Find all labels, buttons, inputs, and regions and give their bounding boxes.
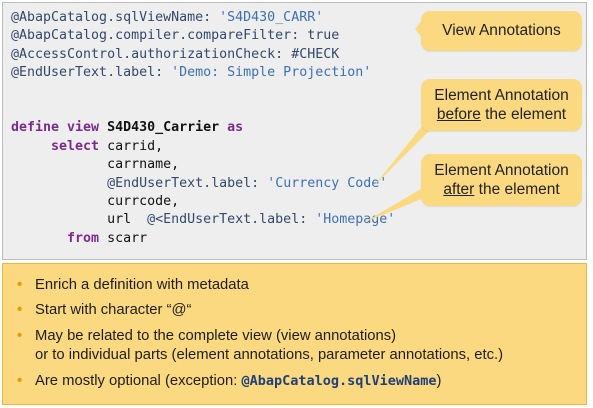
code-token: 'Currency Code' bbox=[267, 175, 388, 191]
code-token: carrname, bbox=[11, 157, 180, 173]
bullet-dot: • bbox=[17, 302, 23, 318]
bullet-dot: • bbox=[17, 277, 23, 293]
code-token: define view bbox=[11, 120, 108, 136]
code-token: as bbox=[227, 120, 244, 136]
code-token: currcode, bbox=[11, 194, 180, 209]
code-token: carrid, bbox=[107, 138, 164, 154]
bullet-dot: • bbox=[17, 328, 23, 344]
callout-annotation-before: Element Annotation before the element bbox=[421, 79, 582, 131]
bullet-code-annotation: @AbapCatalog.sqlViewName bbox=[241, 373, 437, 389]
callout-after-rest: the element bbox=[474, 181, 560, 198]
bullet-text: or to individual parts (element annotati… bbox=[35, 347, 504, 363]
code-token: S4D430_Carrier bbox=[107, 120, 228, 136]
code-token: @EndUserText.label: bbox=[11, 65, 172, 81]
code-line: from scarr bbox=[11, 230, 147, 248]
code-token: url bbox=[11, 212, 148, 228]
code-token: @AbapCatalog.sqlViewName: bbox=[11, 10, 220, 25]
code-line: currcode, bbox=[11, 193, 179, 211]
code-token: 'Demo: Simple Projection bbox=[171, 65, 364, 81]
code-line: @EndUserText.label: 'Currency Code' bbox=[11, 175, 387, 193]
code-token: @AccessControl.authorizationCheck: #CHEC… bbox=[11, 46, 340, 62]
code-token: select bbox=[11, 138, 108, 154]
callout-after-underlined: after bbox=[443, 181, 475, 198]
code-token: 'S4D430_CARR' bbox=[219, 10, 324, 25]
code-line: @AbapCatalog.compiler.compareFilter: tru… bbox=[11, 27, 339, 45]
pointer-before bbox=[373, 125, 435, 187]
bullet-text-prefix: Are mostly optional (exception: bbox=[35, 373, 242, 389]
code-line: @AccessControl.authorizationCheck: #CHEC… bbox=[11, 46, 339, 64]
bullet-text: May be related to the complete view (vie… bbox=[35, 328, 397, 344]
callout-view-text: View Annotations bbox=[442, 22, 561, 39]
callout-before-underlined: before bbox=[436, 106, 481, 123]
callout-annotation-after: Element Annotation after the element bbox=[421, 154, 582, 206]
code-panel: @AbapCatalog.sqlViewName: 'S4D430_CARR'@… bbox=[2, 2, 587, 260]
code-token: ' bbox=[363, 65, 372, 81]
bullet-text: Start with character “@“ bbox=[35, 302, 192, 318]
code-line: @EndUserText.label: 'Demo: Simple Projec… bbox=[11, 64, 371, 82]
code-token: @<EndUserText.label: bbox=[147, 212, 316, 228]
code-line: carrname, bbox=[11, 156, 179, 174]
callout-after-line1: Element Annotation bbox=[434, 162, 569, 179]
code-token: @EndUserText.label: bbox=[11, 175, 268, 191]
code-token: from bbox=[11, 230, 108, 246]
callout-before-line2: before the element bbox=[421, 105, 582, 124]
code-token: @AbapCatalog.compiler.compareFilter: tru… bbox=[11, 28, 340, 44]
bullet-dot: • bbox=[17, 373, 23, 389]
bullet-text: Enrich a definition with metadata bbox=[35, 277, 249, 293]
bullets-panel: • Enrich a definition with metadata • St… bbox=[2, 263, 587, 405]
callout-before-rest: the element bbox=[480, 106, 567, 123]
callout-after-line2: after the element bbox=[421, 180, 582, 199]
code-token: scarr bbox=[107, 230, 148, 246]
pointer-after bbox=[363, 189, 431, 223]
code-line: select carrid, bbox=[11, 138, 163, 156]
callout-before-line1: Element Annotation bbox=[434, 87, 569, 104]
callout-view-annotations: View Annotations bbox=[421, 11, 582, 51]
code-line: define view S4D430_Carrier as bbox=[11, 119, 243, 137]
bullet-text: Are mostly optional (exception: @AbapCat… bbox=[35, 372, 441, 391]
code-line: @AbapCatalog.sqlViewName: 'S4D430_CARR' bbox=[11, 9, 323, 27]
bullet-text-suffix: ) bbox=[436, 373, 442, 389]
